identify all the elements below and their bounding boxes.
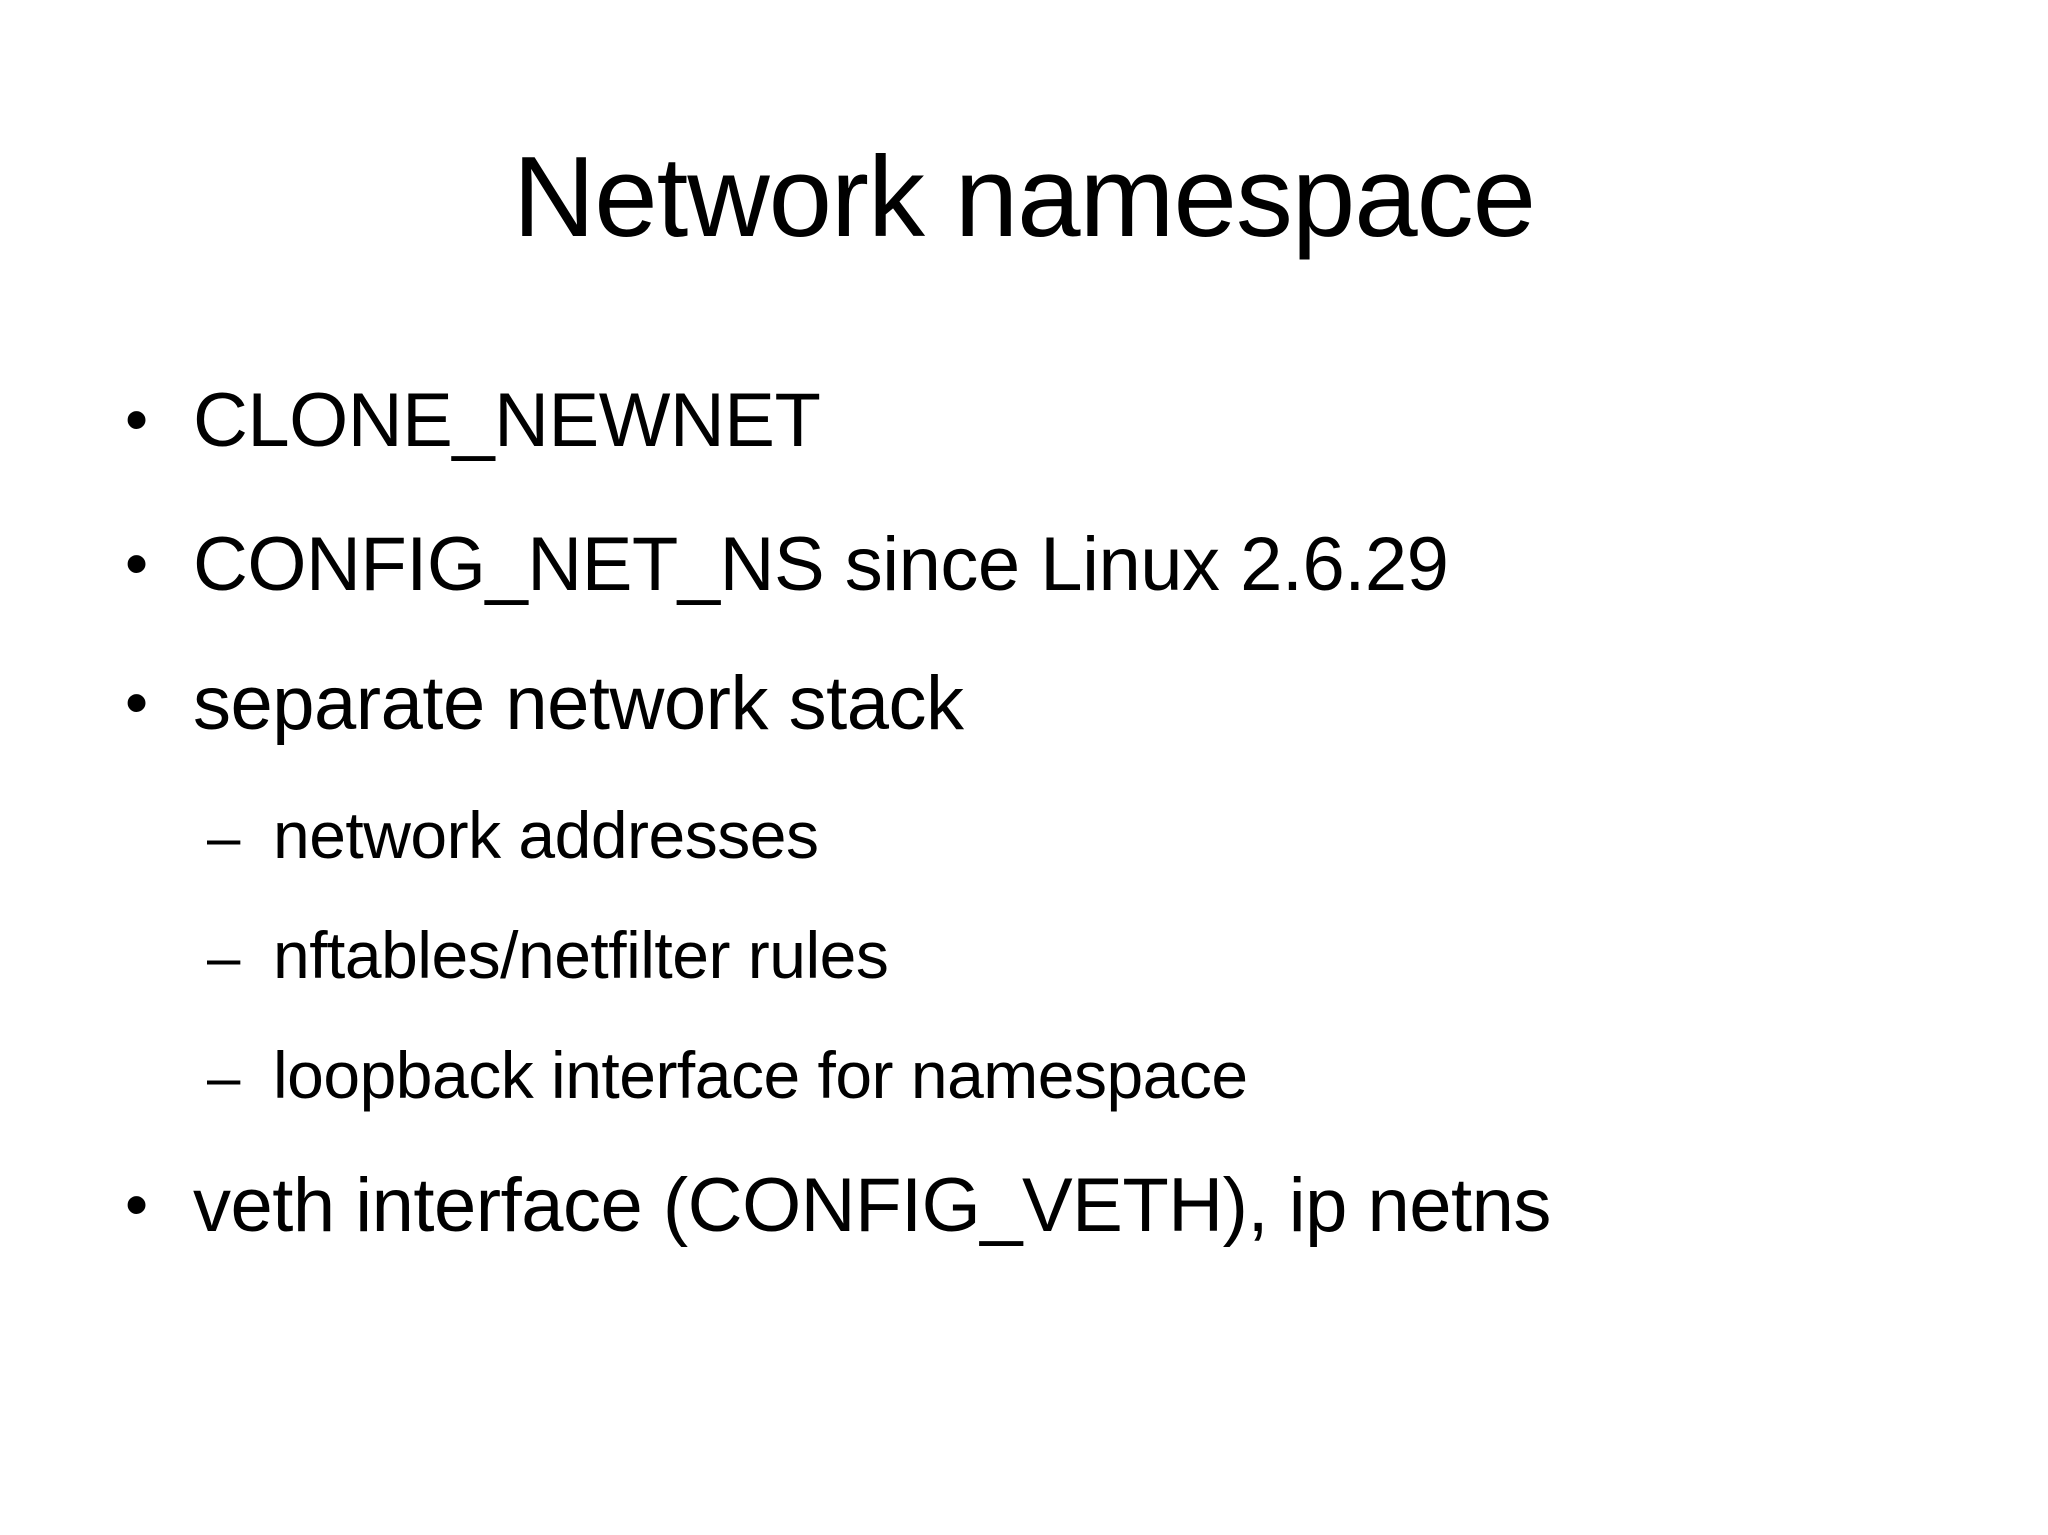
bullet-dot-icon: •: [125, 382, 148, 456]
bullet-item-label: CLONE_NEWNET: [193, 378, 821, 463]
bullet-item-label: CONFIG_NET_NS since Linux 2.6.29: [193, 522, 1449, 607]
slide-title: Network namespace: [512, 134, 1536, 261]
bullet-item: • separate network stack: [125, 662, 964, 746]
bullet-item: • CLONE_NEWNET: [125, 378, 821, 463]
sub-bullet-item-label: nftables/netfilter rules: [273, 918, 889, 992]
bullet-dot-icon: •: [125, 526, 148, 600]
bullet-item-label: veth interface (CONFIG_VETH), ip netns: [193, 1163, 1551, 1248]
dash-icon: –: [207, 924, 240, 991]
sub-bullet-item: – network addresses: [207, 798, 819, 872]
bullet-item: • CONFIG_NET_NS since Linux 2.6.29: [125, 522, 1449, 607]
bullet-item-label: separate network stack: [193, 661, 964, 746]
dash-icon: –: [207, 804, 240, 871]
sub-bullet-item: – nftables/netfilter rules: [207, 918, 889, 992]
bullet-dot-icon: •: [125, 1167, 148, 1241]
bullet-dot-icon: •: [125, 665, 148, 739]
sub-bullet-item-label: network addresses: [273, 798, 819, 872]
dash-icon: –: [207, 1044, 240, 1111]
sub-bullet-item-label: loopback interface for namespace: [273, 1038, 1248, 1112]
bullet-item: • veth interface (CONFIG_VETH), ip netns: [125, 1164, 1551, 1248]
sub-bullet-item: – loopback interface for namespace: [207, 1039, 1248, 1112]
